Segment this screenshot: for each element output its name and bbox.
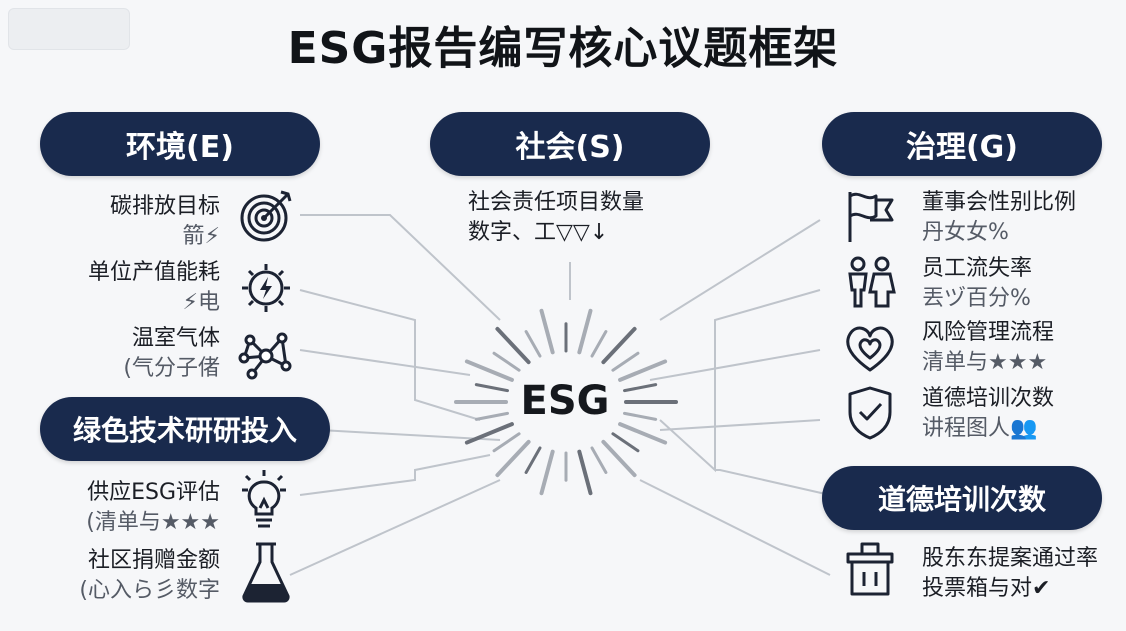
gov-item-ethics: 道德培训次数 讲程图人👥	[922, 384, 1054, 444]
env-item-ghg: 温室气体 (气分子偖	[40, 324, 220, 384]
burst-ray	[577, 449, 593, 496]
green-item-supply-title: 供应ESG评估	[87, 480, 220, 505]
gov-item-ethics-title: 道德培训次数	[922, 386, 1055, 411]
burst-ray	[590, 330, 608, 358]
green-item-supply: 供应ESG评估 (清单与★★★	[40, 478, 220, 538]
burst-ray	[539, 449, 555, 496]
gov-item-risk: 风险管理流程 清单与★★★	[922, 318, 1054, 378]
burst-ray	[495, 439, 531, 478]
burst-ray	[464, 422, 514, 445]
heart-icon	[846, 326, 894, 372]
burst-ray	[492, 432, 521, 453]
env-item-carbon: 碳排放目标 箭⚡	[40, 192, 220, 252]
burst-ray	[524, 330, 542, 358]
gov-item-turnover-sub: 丟ヅ百分%	[922, 286, 1031, 311]
page-title: ESG报告编写核心议题框架	[287, 23, 839, 74]
burst-ray	[577, 308, 593, 355]
flag-icon	[848, 192, 894, 242]
burst-ray	[601, 439, 637, 478]
ethics-item-proposal: 股东东提案通过率 投票箱与对✔	[922, 544, 1098, 604]
people-icon	[848, 256, 896, 308]
blurred-watermark	[8, 8, 130, 50]
burst-ray	[474, 411, 510, 421]
green-item-donation-sub: (心入ら彡数字	[79, 578, 220, 603]
gear-lightning-icon	[242, 264, 290, 312]
ethics-item-proposal-sub: 投票箱与对✔	[922, 574, 1098, 604]
gov-item-risk-sub: 清单与★★★	[922, 350, 1048, 375]
burst-ray	[601, 326, 637, 365]
lightbulb-icon	[242, 470, 286, 528]
burst-ray	[492, 351, 521, 372]
burst-ray	[622, 411, 658, 421]
social-item-projects-sub: 数字、工▽▽↓	[468, 220, 609, 245]
gov-item-risk-title: 风险管理流程	[922, 320, 1055, 345]
section-social: 社会(S)	[430, 112, 710, 176]
ethics-item-proposal-text: 投票箱与对✔	[922, 576, 1051, 601]
env-item-carbon-title: 碳排放目标	[109, 194, 220, 219]
env-item-energy-title: 单位产值能耗	[87, 260, 220, 285]
burst-ray	[495, 326, 531, 365]
section-green-tech: 绿色技术研研投入	[40, 397, 330, 461]
section-environment: 环境(E)	[40, 112, 320, 176]
burst-ray	[590, 446, 608, 474]
section-governance: 治理(G)	[822, 112, 1102, 176]
burst-ray	[622, 383, 658, 393]
env-item-energy-sub: ⚡电	[182, 290, 220, 315]
env-item-ghg-sub: (气分子偖	[123, 356, 220, 381]
gov-item-board: 董事会性别比例 丹女女%	[922, 188, 1076, 248]
social-item-projects-title: 社会责任项目数量	[468, 190, 645, 215]
green-item-supply-sub: (清单与★★★	[86, 510, 220, 535]
burst-ray	[618, 359, 668, 382]
burst-ray	[611, 432, 640, 453]
ballot-box-icon	[846, 542, 894, 596]
ethics-item-proposal-title: 股东东提案通过率	[922, 546, 1099, 571]
burst-ray	[618, 422, 668, 445]
gov-item-board-sub: 丹女女%	[922, 220, 1009, 245]
center-esg-label: ESG	[520, 378, 610, 424]
shield-check-icon	[848, 386, 892, 440]
burst-ray	[611, 351, 640, 372]
gov-item-board-title: 董事会性别比例	[922, 190, 1077, 215]
gov-item-turnover-title: 员工流失率	[922, 256, 1033, 281]
burst-ray	[464, 359, 514, 382]
green-item-donation-title: 社区捐赠金额	[87, 548, 220, 573]
gov-item-ethics-sub: 讲程图人👥	[922, 416, 1038, 441]
molecule-icon	[238, 332, 292, 380]
social-item-projects: 社会责任项目数量 数字、工▽▽↓	[468, 188, 644, 248]
burst-ray	[474, 383, 510, 393]
section-ethics-training: 道德培训次数	[822, 466, 1102, 530]
burst-ray	[524, 446, 542, 474]
flask-icon	[242, 542, 290, 603]
env-item-carbon-sub: 箭⚡	[182, 224, 220, 249]
env-item-ghg-title: 温室气体	[131, 326, 220, 351]
burst-ray	[539, 308, 555, 355]
env-item-energy: 单位产值能耗 ⚡电	[40, 258, 220, 318]
target-arrow-icon	[240, 190, 292, 242]
gov-item-turnover: 员工流失率 丟ヅ百分%	[922, 254, 1032, 314]
green-item-donation: 社区捐赠金额 (心入ら彡数字	[40, 546, 220, 606]
